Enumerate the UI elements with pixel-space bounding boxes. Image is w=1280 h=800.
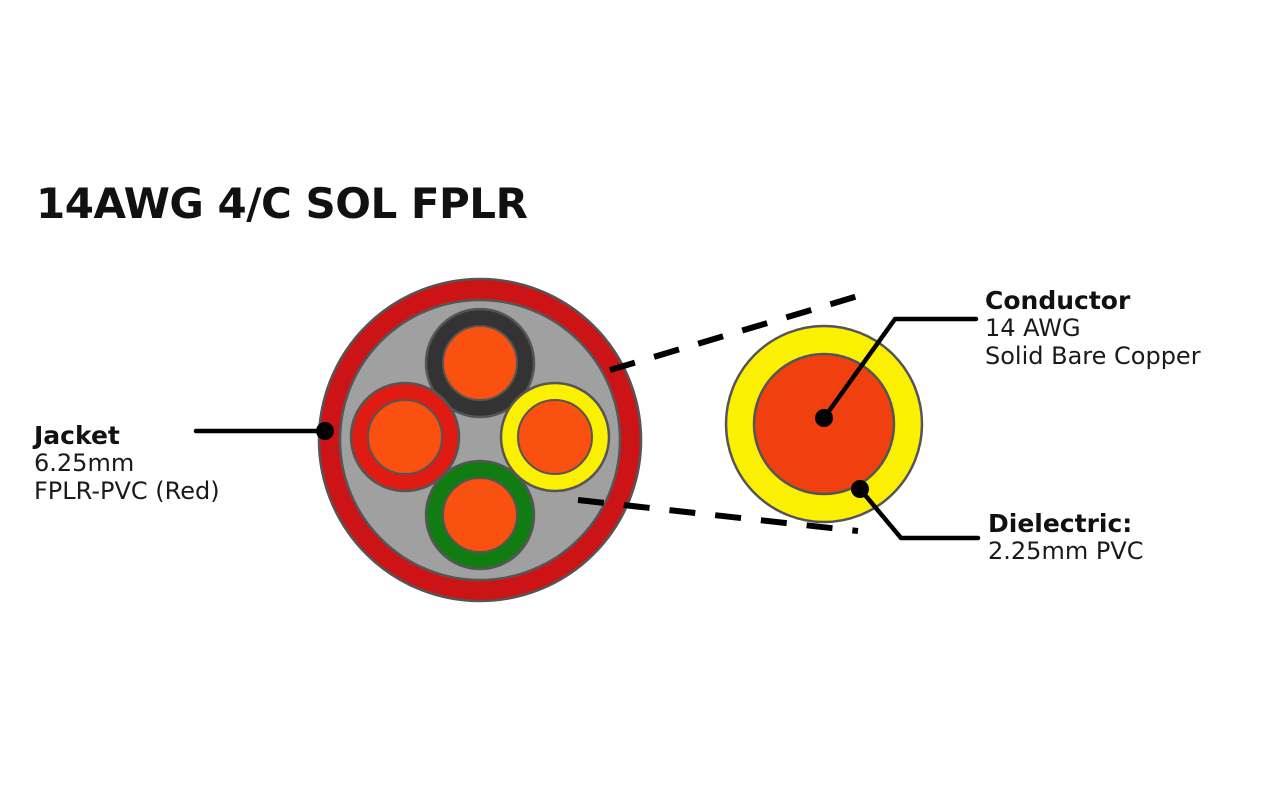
- dielectric-leader-dot: [851, 480, 869, 498]
- conductor-black-copper-core: [442, 325, 518, 401]
- conductor-green-copper-core: [442, 477, 518, 553]
- jacket-callout: Jacket 6.25mm FPLR-PVC (Red): [34, 421, 220, 506]
- conductor-label-heading: Conductor: [985, 286, 1131, 315]
- dielectric-callout: Dielectric: 2.25mm PVC: [988, 509, 1143, 566]
- conductor-label-line2: 14 AWG: [985, 314, 1081, 342]
- filler-core: [338, 298, 622, 582]
- dielectric-label-line2: 2.25mm PVC: [988, 537, 1144, 565]
- page-title: 14AWG 4/C SOL FPLR: [36, 179, 528, 228]
- jacket-label-line2: 6.25mm: [34, 449, 135, 477]
- conductor-leader-line: [821, 316, 979, 421]
- conductor-callout: Conductor 14 AWG Solid Bare Copper: [985, 286, 1201, 371]
- jacket-label-line3: FPLR-PVC (Red): [34, 476, 220, 505]
- conductor-red-copper-core: [367, 399, 443, 475]
- conductor-label-line3: Solid Bare Copper: [985, 341, 1201, 370]
- conductor-leader-dot: [815, 409, 833, 427]
- cable-cross-section: [317, 277, 643, 603]
- projection-line-lower: [577, 497, 859, 534]
- conductor-yellow-copper-core: [517, 399, 593, 475]
- leader-lines: [193, 316, 981, 541]
- dielectric-leader-line: [857, 486, 981, 541]
- jacket-label-heading: Jacket: [34, 421, 120, 450]
- projection-lines: [577, 293, 859, 534]
- dielectric-label-heading: Dielectric:: [988, 509, 1133, 538]
- conductor-bundle: [349, 307, 611, 571]
- jacket-leader-dot: [316, 422, 334, 440]
